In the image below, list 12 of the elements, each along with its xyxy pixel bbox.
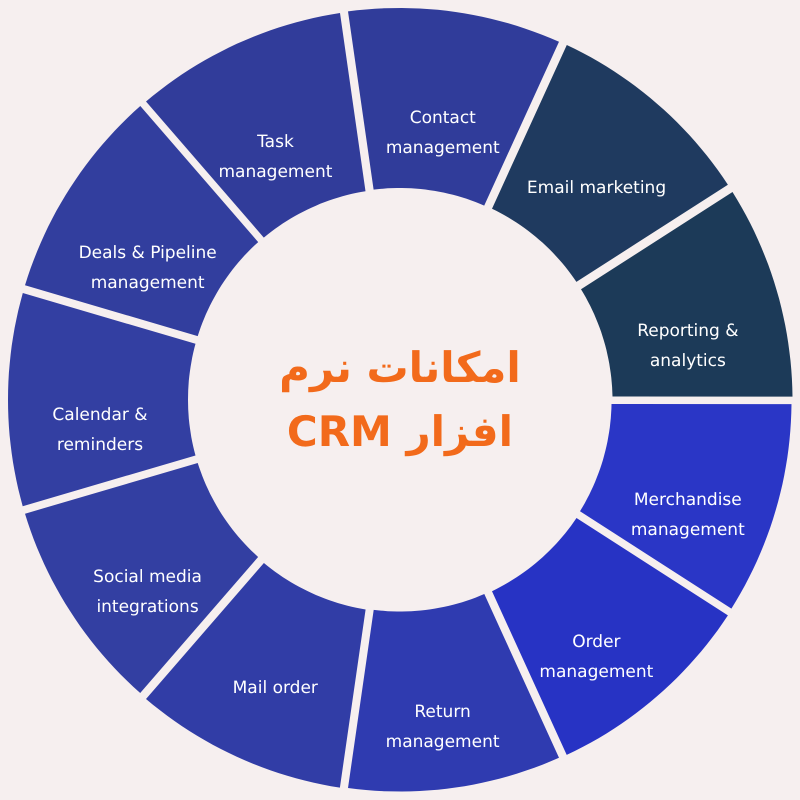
segment-label: Email marketing <box>526 177 668 200</box>
segment-label: Reporting & analytics <box>636 320 740 373</box>
segment-label: Mail order <box>232 676 319 700</box>
segment-label: Calendar & reminders <box>51 404 149 457</box>
segment-label: Social media integrations <box>92 566 203 620</box>
center-title: امکانات نرم افزار CRM <box>278 342 522 458</box>
segment-label: Order management <box>538 630 654 684</box>
segment-label: Return management <box>384 700 501 754</box>
segment-label: Contact management <box>384 107 501 160</box>
segment-label: Task management <box>218 131 334 184</box>
segment-label: Merchandise management <box>630 488 746 542</box>
segment-label: Deals & Pipeline management <box>78 242 218 295</box>
